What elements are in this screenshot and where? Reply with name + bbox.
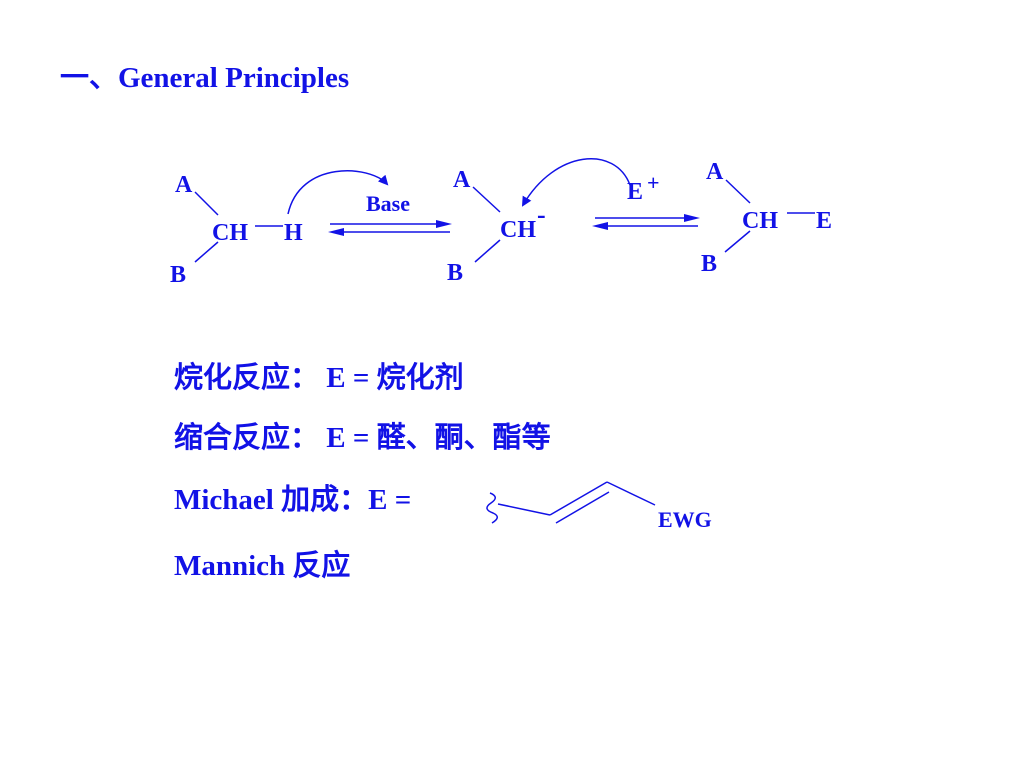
line-condensation: 缩合反应： E = 醛、酮、酯等 — [174, 422, 551, 454]
electrophile-symbol: E — [627, 179, 643, 205]
reactant-molecule: A CH H B — [170, 172, 303, 288]
product-molecule: A CH E B — [701, 159, 832, 277]
product-substituent-b: B — [701, 251, 717, 277]
bond-double-inner — [555, 491, 610, 524]
anion-substituent-a: A — [453, 167, 471, 193]
product-center: CH — [742, 208, 778, 234]
electrophile-label: E + — [627, 170, 660, 205]
reactant-bond-a — [194, 191, 219, 216]
electrophile-charge: + — [647, 170, 660, 195]
equilibrium-arrow-1-icon — [328, 220, 452, 236]
line-michael-addition: Michael 加成：E = — [174, 484, 412, 516]
line-alkylation: 烷化反应： E = 烷化剂 — [174, 362, 464, 394]
curved-arrow-attack-icon — [521, 158, 631, 207]
bond-single-1 — [497, 503, 551, 516]
curved-arrow-base-icon — [287, 170, 389, 215]
product-bond-b — [724, 230, 751, 253]
bond-single-2 — [606, 481, 656, 506]
step1-reagent-label: Base — [366, 191, 410, 216]
reactant-bond-partner: H — [284, 220, 303, 246]
line-mannich: Mannich 反应 — [174, 550, 351, 582]
anion-substituent-b: B — [447, 260, 463, 286]
carbanion-molecule: A CH - B — [447, 167, 546, 286]
reactant-substituent-a: A — [175, 172, 193, 198]
product-bond-a — [725, 179, 751, 204]
product-substituent-a: A — [706, 159, 724, 185]
reactant-center: CH — [212, 220, 248, 246]
product-bond-partner: E — [816, 208, 832, 234]
equilibrium-arrow-2-icon — [592, 214, 700, 230]
reactant-bond-b — [194, 241, 219, 263]
reactant-substituent-b: B — [170, 262, 186, 288]
anion-charge: - — [537, 200, 546, 229]
anion-bond-b — [474, 239, 501, 263]
wavy-bond-icon — [486, 492, 498, 524]
anion-bond-a — [472, 186, 501, 213]
michael-ewg-label: EWG — [658, 507, 712, 532]
michael-acceptor-structure — [486, 481, 656, 524]
bond-double-outer — [549, 481, 608, 516]
page-title: 一、General Principles — [60, 62, 350, 94]
anion-center: CH — [500, 217, 536, 243]
